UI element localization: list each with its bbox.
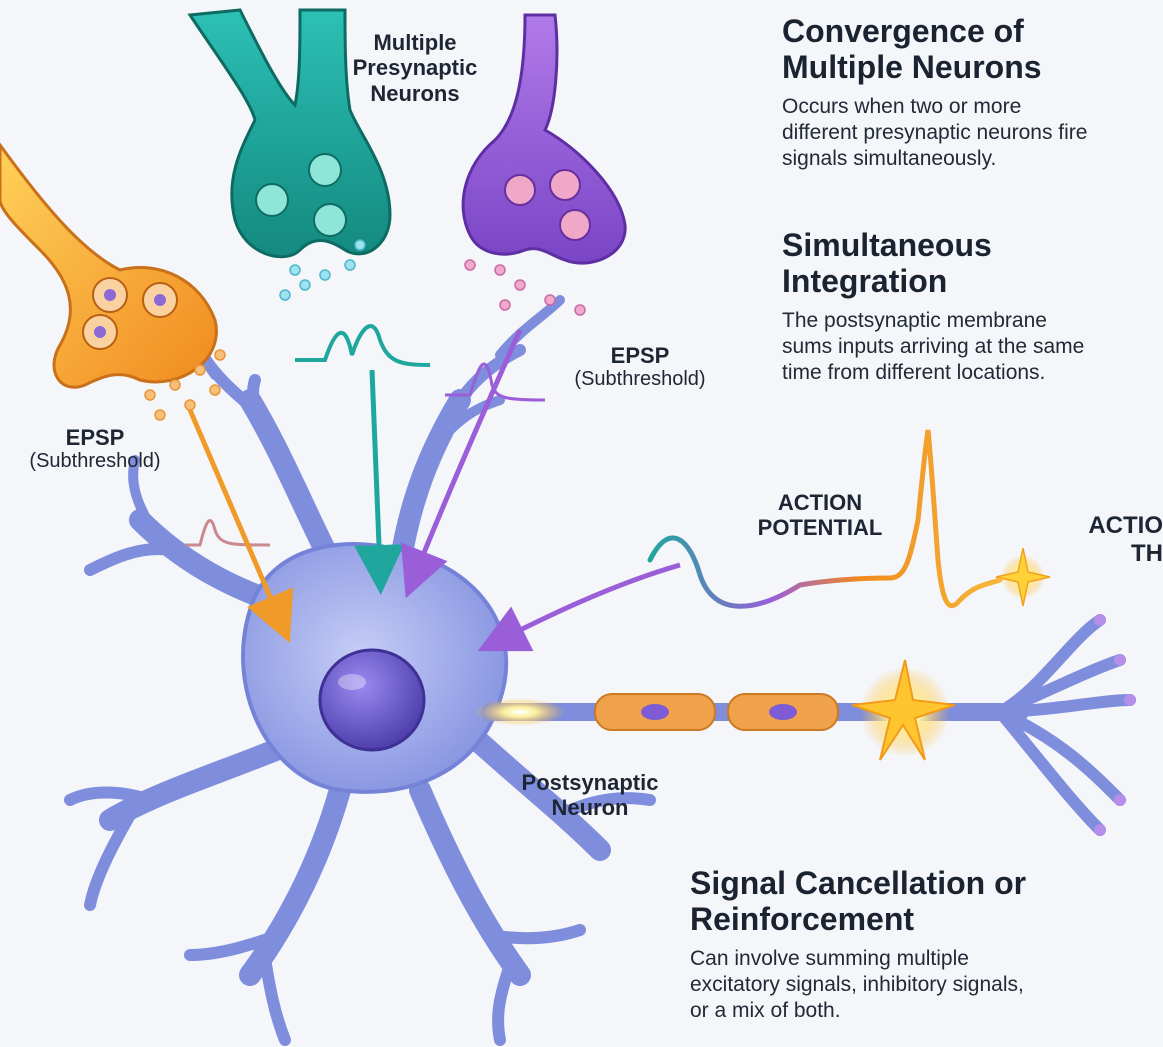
panel-integration-body: The postsynaptic membrane sums inputs ar… bbox=[782, 308, 1157, 387]
panel-integration-title: Simultaneous Integration bbox=[782, 228, 1157, 300]
nucleus bbox=[320, 650, 424, 750]
label-postsynaptic-neuron: Postsynaptic Neuron bbox=[495, 770, 685, 821]
presynaptic-neuron-orange bbox=[0, 145, 216, 387]
epsp-wave-orange bbox=[185, 521, 270, 545]
label-action-potential: ACTION POTENTIAL bbox=[735, 490, 905, 541]
epsp-wave-teal bbox=[295, 326, 430, 365]
label-epsp-left-title: EPSP bbox=[5, 425, 185, 450]
panel-cancellation-body: Can involve summing multiple excitatory … bbox=[690, 946, 1160, 1025]
label-epsp-right-sub: (Subthreshold) bbox=[545, 368, 735, 391]
axon-terminals bbox=[1000, 614, 1136, 836]
panel-convergence: Convergence of Multiple Neurons Occurs w… bbox=[782, 14, 1157, 172]
panel-convergence-body: Occurs when two or more different presyn… bbox=[782, 94, 1157, 173]
label-epsp-left-sub: (Subthreshold) bbox=[5, 450, 185, 473]
label-action-cutoff: ACTIO TH bbox=[1055, 512, 1163, 567]
panel-cancellation: Signal Cancellation or Reinforcement Can… bbox=[690, 866, 1160, 1024]
panel-cancellation-title: Signal Cancellation or Reinforcement bbox=[690, 866, 1160, 938]
label-presynaptic-neurons: Multiple Presynaptic Neurons bbox=[325, 30, 505, 106]
label-epsp-right-title: EPSP bbox=[545, 343, 735, 368]
panel-convergence-title: Convergence of Multiple Neurons bbox=[782, 14, 1157, 86]
neurotransmitter-purple bbox=[465, 260, 585, 315]
spark-icon bbox=[852, 660, 955, 760]
action-potential-arrow bbox=[500, 565, 680, 640]
spark-icon bbox=[996, 548, 1050, 606]
label-epsp-right: EPSP (Subthreshold) bbox=[545, 343, 735, 391]
label-epsp-left: EPSP (Subthreshold) bbox=[5, 425, 185, 473]
panel-integration: Simultaneous Integration The postsynapti… bbox=[782, 228, 1157, 386]
arrow-teal bbox=[372, 370, 380, 570]
